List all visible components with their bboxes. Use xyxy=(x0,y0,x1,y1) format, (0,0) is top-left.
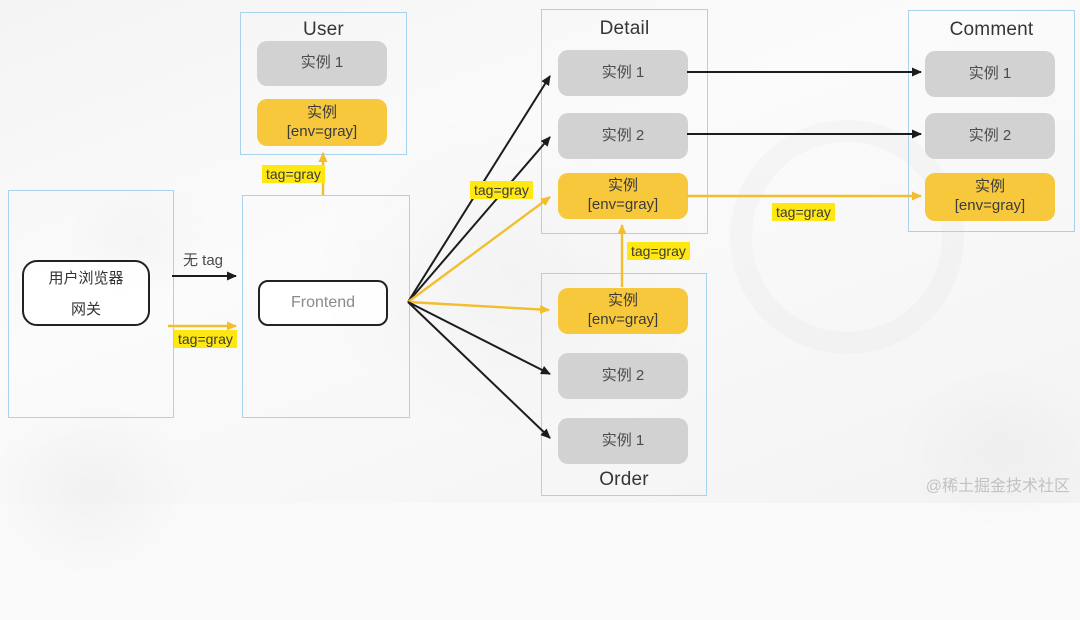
instance-env-tag: [env=gray] xyxy=(286,122,358,140)
instance-box: 实例 1 xyxy=(558,418,688,464)
gateway-line-1: 用户浏览器 xyxy=(48,270,124,287)
instance-box: 实例 1 xyxy=(257,41,387,86)
instance-box: 实例 2 xyxy=(558,113,688,159)
service-group-user: User 实例 1 实例 [env=gray] xyxy=(240,12,407,155)
instance-box-gray-env: 实例 [env=gray] xyxy=(925,173,1055,221)
instance-box-gray-env: 实例 [env=gray] xyxy=(257,99,387,146)
edge-label-tag-gray: tag=gray xyxy=(772,203,835,221)
service-title: User xyxy=(303,19,344,40)
instance-label: 实例 xyxy=(974,178,1005,196)
instance-box-gray-env: 实例 [env=gray] xyxy=(558,173,688,219)
instance-label: 实例 1 xyxy=(601,431,645,449)
edge-label-no-tag: 无 tag xyxy=(183,252,224,269)
instance-env-tag: [env=gray] xyxy=(587,311,659,328)
arrow-frontend-order-1 xyxy=(407,301,551,439)
instance-label: 实例 xyxy=(607,177,638,195)
instance-box: 实例 1 xyxy=(925,51,1055,97)
arrow-frontend-order-gray xyxy=(407,300,550,314)
arrow-frontend-detail-2 xyxy=(407,136,551,303)
instance-box: 实例 2 xyxy=(558,353,688,399)
instance-label: 实例 2 xyxy=(601,126,645,144)
edge-label-tag-gray: tag=gray xyxy=(174,330,237,348)
instance-env-tag: [env=gray] xyxy=(587,196,659,213)
instance-label: 实例 2 xyxy=(601,366,645,384)
arrow-frontend-detail-gray xyxy=(407,196,551,303)
arrows-layer xyxy=(168,67,922,439)
frontend-node: Frontend xyxy=(258,280,388,326)
instance-label: 实例 2 xyxy=(968,126,1012,144)
instance-label: 实例 1 xyxy=(601,63,645,81)
gateway-node: 用户浏览器 网关 xyxy=(22,260,150,326)
instance-label: 实例 xyxy=(306,103,337,121)
instance-label: 实例 xyxy=(607,292,638,310)
service-group-order: Order 实例 [env=gray] 实例 2 实例 1 xyxy=(541,273,707,496)
edge-label-tag-gray: tag=gray xyxy=(627,242,690,260)
service-title: Order xyxy=(599,469,649,490)
service-group-comment: Comment 实例 1 实例 2 实例 [env=gray] xyxy=(908,10,1075,232)
service-title: Comment xyxy=(949,19,1034,40)
instance-env-tag: [env=gray] xyxy=(954,197,1026,214)
instance-box-gray-env: 实例 [env=gray] xyxy=(558,288,688,334)
watermark: @稀土掘金技术社区 xyxy=(925,478,1070,495)
edge-label-tag-gray: tag=gray xyxy=(470,181,533,199)
instance-label: 实例 1 xyxy=(300,54,344,72)
edge-label-tag-gray: tag=gray xyxy=(262,165,325,183)
service-title: Detail xyxy=(599,18,650,39)
service-group-detail: Detail 实例 1 实例 2 实例 [env=gray] xyxy=(541,9,708,234)
gateway-group: 用户浏览器 网关 xyxy=(8,190,174,418)
gateway-line-2: 网关 xyxy=(70,301,101,318)
instance-box: 实例 2 xyxy=(925,113,1055,159)
arrow-frontend-order-2 xyxy=(407,301,551,375)
instance-box: 实例 1 xyxy=(558,50,688,96)
frontend-group: Frontend xyxy=(242,195,410,418)
instance-label: 实例 1 xyxy=(968,64,1012,82)
